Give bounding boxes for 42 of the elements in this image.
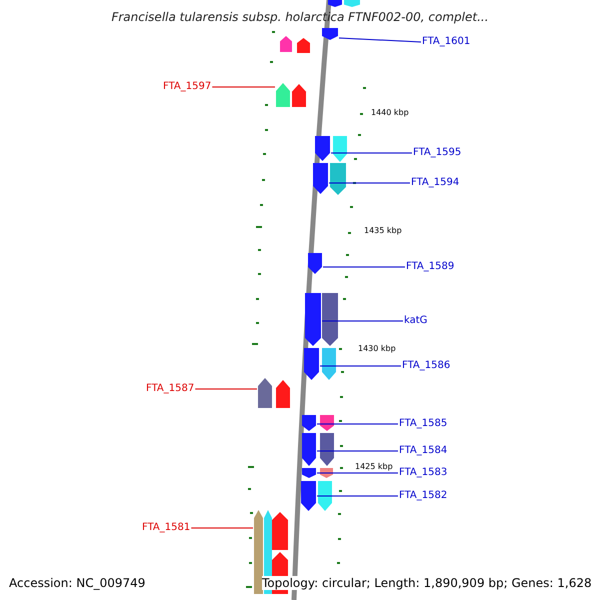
scale-label: 1430 kbp xyxy=(358,344,396,353)
gene-label: FTA_1589 xyxy=(406,261,454,273)
leader-line xyxy=(330,152,412,154)
gene-label: FTA_1597 xyxy=(163,81,212,93)
gene-block xyxy=(313,163,328,194)
leader-line xyxy=(212,86,276,88)
info-text: Accession: NC_009749 xyxy=(9,576,146,590)
gene-label: FTA_1583 xyxy=(399,467,448,479)
gene-label: FTA_1582 xyxy=(399,490,448,502)
gene-block xyxy=(308,253,322,274)
gene-block xyxy=(254,510,263,594)
gene-label: FTA_1584 xyxy=(399,445,448,457)
gene-block xyxy=(322,28,338,40)
info-text: Topology: circular; Length: 1,890,909 bp; Genes: 1,628 xyxy=(262,576,592,590)
gene-block xyxy=(276,83,290,107)
gene-block xyxy=(302,415,316,431)
gene-label: FTA_1587 xyxy=(146,383,194,395)
gene-label: FTA_1594 xyxy=(411,177,460,189)
leader-line xyxy=(322,320,404,322)
gene-label: FTA_1581 xyxy=(142,522,190,534)
leader-line xyxy=(328,182,410,184)
gene-label: FTA_1585 xyxy=(399,418,448,430)
gene-block xyxy=(315,136,330,161)
gene-block xyxy=(258,378,272,408)
leader-line xyxy=(194,388,258,390)
scale-label: 1440 kbp xyxy=(371,108,409,117)
leader-line xyxy=(322,266,406,268)
scale-label: 1435 kbp xyxy=(364,226,402,235)
gene-block xyxy=(305,293,321,346)
gene-label: FTA_1595 xyxy=(413,147,462,159)
gene-block xyxy=(302,468,316,478)
gene-block xyxy=(304,348,319,380)
gene-label: katG xyxy=(404,315,428,327)
leader-line xyxy=(316,472,398,474)
leader-line xyxy=(338,38,422,42)
gene-block xyxy=(301,481,316,511)
gene-label: FTA_1586 xyxy=(402,360,450,372)
title: Francisella tularensis subsp. holarctica FTNF002-00, complet... xyxy=(110,11,490,23)
scale-label: 1425 kbp xyxy=(355,462,393,471)
leader-line xyxy=(316,450,398,452)
gene-block xyxy=(302,433,316,466)
gene-label: FTA_1601 xyxy=(422,36,470,48)
